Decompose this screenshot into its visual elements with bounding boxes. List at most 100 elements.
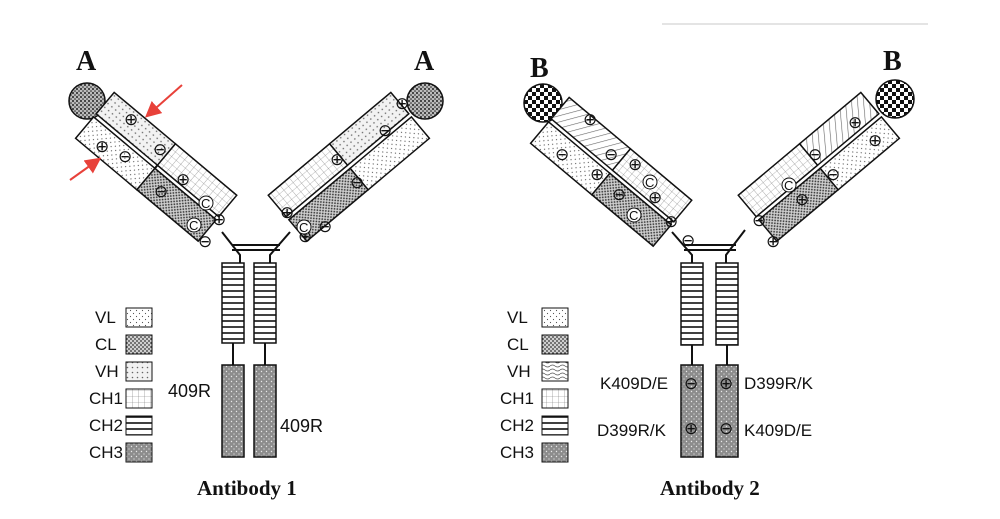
- plus-symbol: ⊕: [590, 165, 604, 184]
- plus-symbol: ⊕: [648, 188, 662, 207]
- plus-symbol: ⊕: [868, 131, 882, 150]
- disulfide-label: C: [629, 208, 638, 223]
- ch2-right-2: [715, 262, 739, 346]
- antigen-label-right-2: B: [883, 46, 902, 77]
- legend-swatch-ch2: [125, 415, 153, 436]
- minus-symbol: ⊖: [153, 140, 167, 159]
- red-arrow-top: [145, 84, 183, 118]
- minus-symbol: ⊖: [118, 147, 132, 166]
- ch3-right-1: [253, 364, 277, 458]
- charge-symbols-2: ⊕ ⊖ ⊖ ⊕ ⊕ ⊖ ⊕ ⊕ ⊖ ⊕ ⊕ ⊖ ⊖ ⊕ ⊖ ⊕: [555, 110, 882, 251]
- minus-symbol: ⊖: [154, 182, 168, 201]
- minus-symbol: ⊖: [719, 419, 733, 438]
- ch3-left-2: [680, 364, 704, 458]
- legend-swatch-ch1: [541, 388, 569, 409]
- legend-swatch-vh: [125, 361, 153, 382]
- minus-symbol: ⊖: [612, 185, 626, 204]
- legend-swatch-vl: [541, 307, 569, 328]
- plus-symbol: ⊕: [124, 110, 138, 129]
- legend-swatch-vl: [125, 307, 153, 328]
- mutation-left-top-2: K409D/E: [600, 374, 668, 393]
- legend-label-ch1: CH1: [500, 389, 534, 408]
- red-arrow-bottom: [69, 157, 102, 181]
- legend-label-vh: VH: [507, 362, 531, 381]
- disulfide-symbols-1: C C C: [186, 195, 312, 235]
- plus-symbol: ⊕: [395, 94, 409, 113]
- mutation-right-top-2: D399R/K: [744, 374, 814, 393]
- antibody-2-panel: B B ⊕ ⊖ ⊖ ⊕ ⊕ ⊖ ⊕ ⊕ ⊖ ⊕ ⊕ ⊖: [500, 46, 915, 500]
- legend-label-ch1: CH1: [89, 389, 123, 408]
- ch2-right-1: [253, 262, 277, 344]
- legend-swatch-cl: [541, 334, 569, 355]
- antibody-1-panel: A A ⊕ ⊖ ⊖ ⊕ ⊕ ⊖ ⊕ ⊖ ⊖: [68, 46, 444, 500]
- ch3-left-1: [221, 364, 245, 458]
- minus-symbol: ⊖: [350, 173, 364, 192]
- antigen-left-2: [523, 83, 563, 123]
- minus-symbol: ⊖: [752, 211, 766, 230]
- legend-2: VL CL VH CH1 CH2 CH3: [500, 307, 569, 463]
- antigen-label-right-1: A: [414, 46, 435, 77]
- hinge-1: [221, 231, 291, 265]
- legend-label-cl: CL: [95, 335, 117, 354]
- legend-swatch-ch3: [125, 442, 153, 463]
- charge-symbols-1: ⊕ ⊖ ⊖ ⊕ ⊕ ⊖ ⊕ ⊖ ⊖ ⊕ ⊕ ⊖ ⊕ ⊕ ⊖: [95, 94, 409, 251]
- plus-symbol: ⊕: [95, 137, 109, 156]
- plus-symbol: ⊕: [330, 150, 344, 169]
- plus-symbol: ⊕: [795, 190, 809, 209]
- disulfide-label: C: [784, 178, 793, 193]
- plus-symbol: ⊕: [583, 110, 597, 129]
- legend-swatch-cl: [125, 334, 153, 355]
- plus-symbol: ⊕: [664, 212, 678, 231]
- legend-label-vh: VH: [95, 362, 119, 381]
- disulfide-label: C: [189, 218, 198, 233]
- mutation-labels-2: K409D/E D399R/K D399R/K K409D/E: [597, 374, 814, 440]
- plus-symbol: ⊕: [848, 113, 862, 132]
- plus-symbol: ⊕: [628, 155, 642, 174]
- disulfide-label: C: [645, 175, 654, 190]
- plus-symbol: ⊕: [212, 210, 226, 229]
- minus-symbol: ⊖: [555, 145, 569, 164]
- ch2-left-2: [680, 262, 704, 346]
- mutation-label-right-1: 409R: [280, 416, 323, 436]
- disulfide-label: C: [299, 220, 308, 235]
- plus-symbol: ⊕: [766, 232, 780, 251]
- legend-label-ch3: CH3: [500, 443, 534, 462]
- minus-symbol: ⊖: [604, 145, 618, 164]
- antigen-label-left-1: A: [76, 46, 97, 77]
- plus-symbol: ⊕: [684, 419, 698, 438]
- minus-symbol: ⊖: [808, 145, 822, 164]
- legend-swatch-ch3: [541, 442, 569, 463]
- plus-symbol: ⊕: [176, 170, 190, 189]
- legend-label-ch2: CH2: [500, 416, 534, 435]
- legend-label-ch3: CH3: [89, 443, 123, 462]
- legend-label-vl: VL: [507, 308, 528, 327]
- antigen-left-1: [68, 82, 106, 120]
- ch2-left-1: [221, 262, 245, 344]
- antigen-label-left-2: B: [530, 53, 549, 84]
- minus-symbol: ⊖: [378, 121, 392, 140]
- mutation-right-bottom-2: K409D/E: [744, 421, 812, 440]
- minus-symbol: ⊖: [681, 231, 695, 250]
- legend-label-vl: VL: [95, 308, 116, 327]
- plus-symbol: ⊕: [280, 203, 294, 222]
- minus-symbol: ⊖: [684, 374, 698, 393]
- plus-symbol: ⊕: [719, 374, 733, 393]
- antigen-right-1: [406, 82, 444, 120]
- antigen-right-2: [875, 79, 915, 119]
- legend-swatch-ch2: [541, 415, 569, 436]
- legend-label-ch2: CH2: [89, 416, 123, 435]
- mutation-label-left-1: 409R: [168, 381, 211, 401]
- hinge-2: [671, 229, 746, 265]
- fab-right-1: [267, 91, 431, 243]
- legend-swatch-ch1: [125, 388, 153, 409]
- panel-title-1: Antibody 1: [197, 476, 297, 500]
- fab-right-2: [737, 91, 901, 243]
- mutation-left-bottom-2: D399R/K: [597, 421, 667, 440]
- minus-symbol: ⊖: [318, 217, 332, 236]
- legend-label-cl: CL: [507, 335, 529, 354]
- legend-swatch-vh: [541, 361, 569, 382]
- panel-title-2: Antibody 2: [660, 476, 760, 500]
- minus-symbol: ⊖: [198, 232, 212, 251]
- ch3-charges-2: ⊖ ⊕ ⊕ ⊖: [684, 374, 733, 438]
